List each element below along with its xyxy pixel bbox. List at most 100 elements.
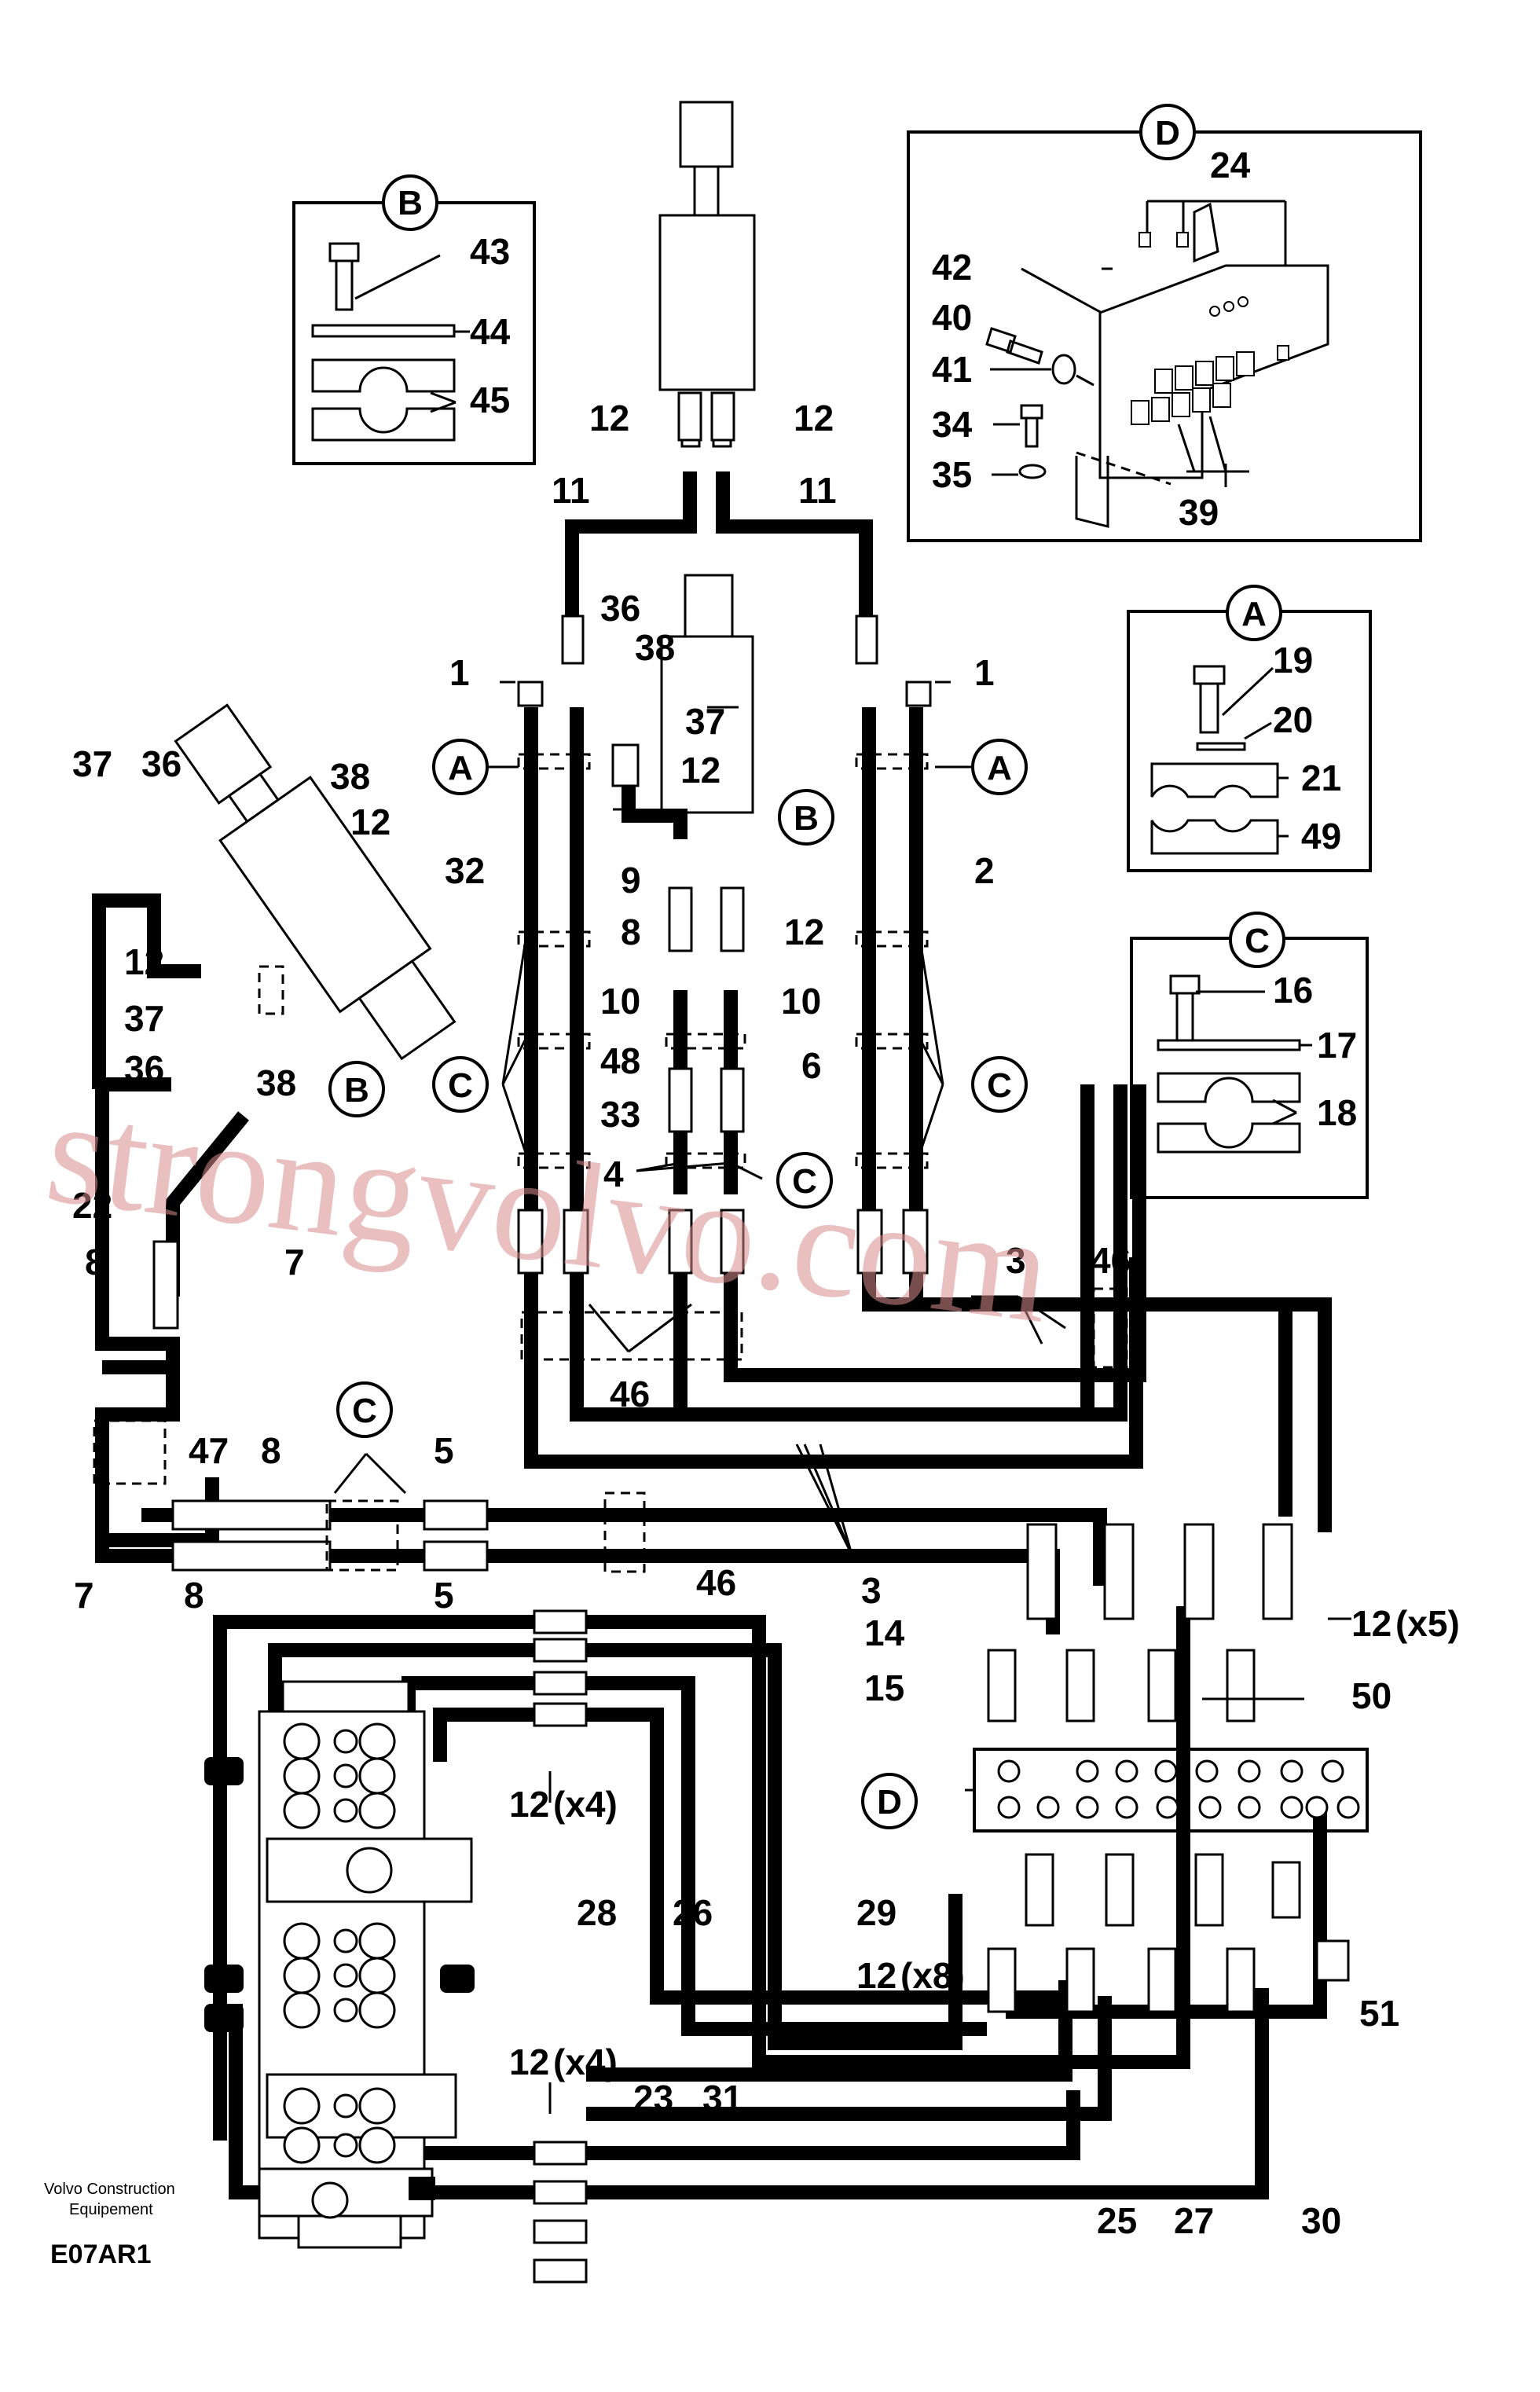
label-27: 27 — [1174, 2200, 1214, 2241]
label-51: 51 — [1359, 1993, 1399, 2034]
label-1: 1 — [449, 652, 470, 693]
label-22: 22 — [72, 1185, 112, 1226]
label-11: 11 — [552, 470, 590, 511]
callout-c: C — [352, 1392, 377, 1430]
label-20: 20 — [1273, 699, 1313, 740]
label-24: 24 — [1210, 145, 1251, 185]
hose-fittings — [152, 391, 1350, 2284]
label-10: 10 — [600, 981, 640, 1022]
callout-a: A — [448, 749, 473, 787]
label-1: 1 — [974, 652, 995, 693]
qty-x5: (x5) — [1395, 1603, 1460, 1644]
detail-c-letter: C — [1245, 922, 1270, 960]
clamp-half-icon — [1157, 1072, 1301, 1103]
label-30: 30 — [1301, 2200, 1341, 2241]
label-43: 43 — [470, 231, 510, 272]
bolt-icon — [1020, 404, 1043, 448]
label-47: 47 — [189, 1430, 229, 1471]
plate-icon — [1157, 1039, 1301, 1051]
label-17: 17 — [1317, 1025, 1357, 1066]
label-29: 29 — [856, 1892, 896, 1933]
label-28: 28 — [577, 1892, 617, 1933]
clamp-half-icon — [311, 358, 456, 393]
label-8: 8 — [261, 1430, 281, 1471]
detail-box-c: C 16 17 18 — [1130, 912, 1369, 1199]
callouts: A A B B C C C C D — [328, 739, 1028, 1829]
label-41: 41 — [932, 349, 972, 390]
label-12-x8: 12 — [856, 1955, 896, 1996]
label-12-x4: 12 — [509, 1784, 549, 1825]
label-10: 10 — [781, 981, 821, 1022]
label-14: 14 — [864, 1612, 905, 1653]
brand-line-1: Volvo Construction — [44, 2181, 175, 2198]
label-12: 12 — [680, 750, 720, 791]
bolt-icon — [1169, 974, 1201, 1044]
label-8: 8 — [85, 1242, 105, 1282]
clamp-half-icon — [311, 407, 456, 442]
label-50: 50 — [1351, 1675, 1392, 1716]
label-44: 44 — [470, 311, 511, 352]
label-36: 36 — [600, 588, 640, 629]
bolt-icon — [1193, 665, 1226, 734]
detail-box-a: A 19 20 21 49 — [1127, 585, 1372, 872]
label-21: 21 — [1301, 758, 1341, 798]
label-18: 18 — [1317, 1092, 1357, 1133]
label-12: 12 — [589, 398, 629, 438]
label-42: 42 — [932, 247, 972, 288]
label-39: 39 — [1179, 492, 1219, 533]
label-38: 38 — [635, 627, 675, 668]
clamp-half-icon — [1150, 762, 1279, 798]
label-12: 12 — [784, 912, 824, 952]
label-46: 46 — [610, 1374, 650, 1414]
label-6: 6 — [801, 1045, 822, 1086]
label-38: 38 — [330, 756, 370, 797]
label-37: 37 — [685, 701, 725, 742]
label-12: 12 — [350, 802, 390, 842]
detail-a-letter: A — [1241, 595, 1267, 633]
label-37: 37 — [72, 743, 112, 784]
qty-x8: (x8) — [900, 1955, 965, 1996]
washer-icon — [1018, 464, 1047, 479]
label-36: 36 — [124, 1048, 164, 1089]
label-45: 45 — [470, 380, 510, 420]
label-31: 31 — [702, 2078, 742, 2119]
label-5: 5 — [434, 1575, 454, 1616]
label-5: 5 — [434, 1430, 454, 1471]
label-12: 12 — [794, 398, 834, 438]
callout-b: B — [344, 1071, 369, 1110]
washer-icon — [1051, 354, 1076, 385]
label-26: 26 — [673, 1892, 713, 1933]
callout-d: D — [877, 1783, 902, 1822]
callout-c: C — [987, 1066, 1012, 1105]
clamp-half-icon — [1150, 819, 1279, 855]
distribution-block — [973, 1748, 1369, 1833]
label-23: 23 — [633, 2078, 673, 2119]
upper-cylinder — [658, 101, 756, 448]
label-2: 2 — [974, 850, 995, 891]
label-38: 38 — [256, 1062, 296, 1103]
detail-d-letter: D — [1155, 114, 1180, 152]
label-9: 9 — [621, 860, 641, 901]
label-25: 25 — [1097, 2200, 1137, 2241]
label-36: 36 — [141, 743, 182, 784]
callout-a: A — [987, 749, 1012, 787]
detail-box-b: B 43 44 45 — [292, 174, 536, 465]
label-49: 49 — [1301, 816, 1341, 857]
brand-line-2: Equipement — [69, 2201, 153, 2218]
label-34: 34 — [932, 404, 973, 445]
label-15: 15 — [864, 1667, 904, 1708]
bolt-icon — [328, 242, 360, 311]
label-7: 7 — [284, 1242, 305, 1282]
callout-c: C — [448, 1066, 473, 1105]
label-16: 16 — [1273, 970, 1313, 1011]
label-33: 33 — [600, 1094, 640, 1135]
detail-b-letter: B — [398, 184, 423, 222]
label-8: 8 — [621, 912, 641, 952]
plate-icon — [311, 324, 456, 338]
label-3: 3 — [1006, 1240, 1026, 1281]
label-48: 48 — [600, 1040, 640, 1081]
side-cylinder — [174, 703, 456, 1061]
control-valve — [204, 1680, 475, 2249]
